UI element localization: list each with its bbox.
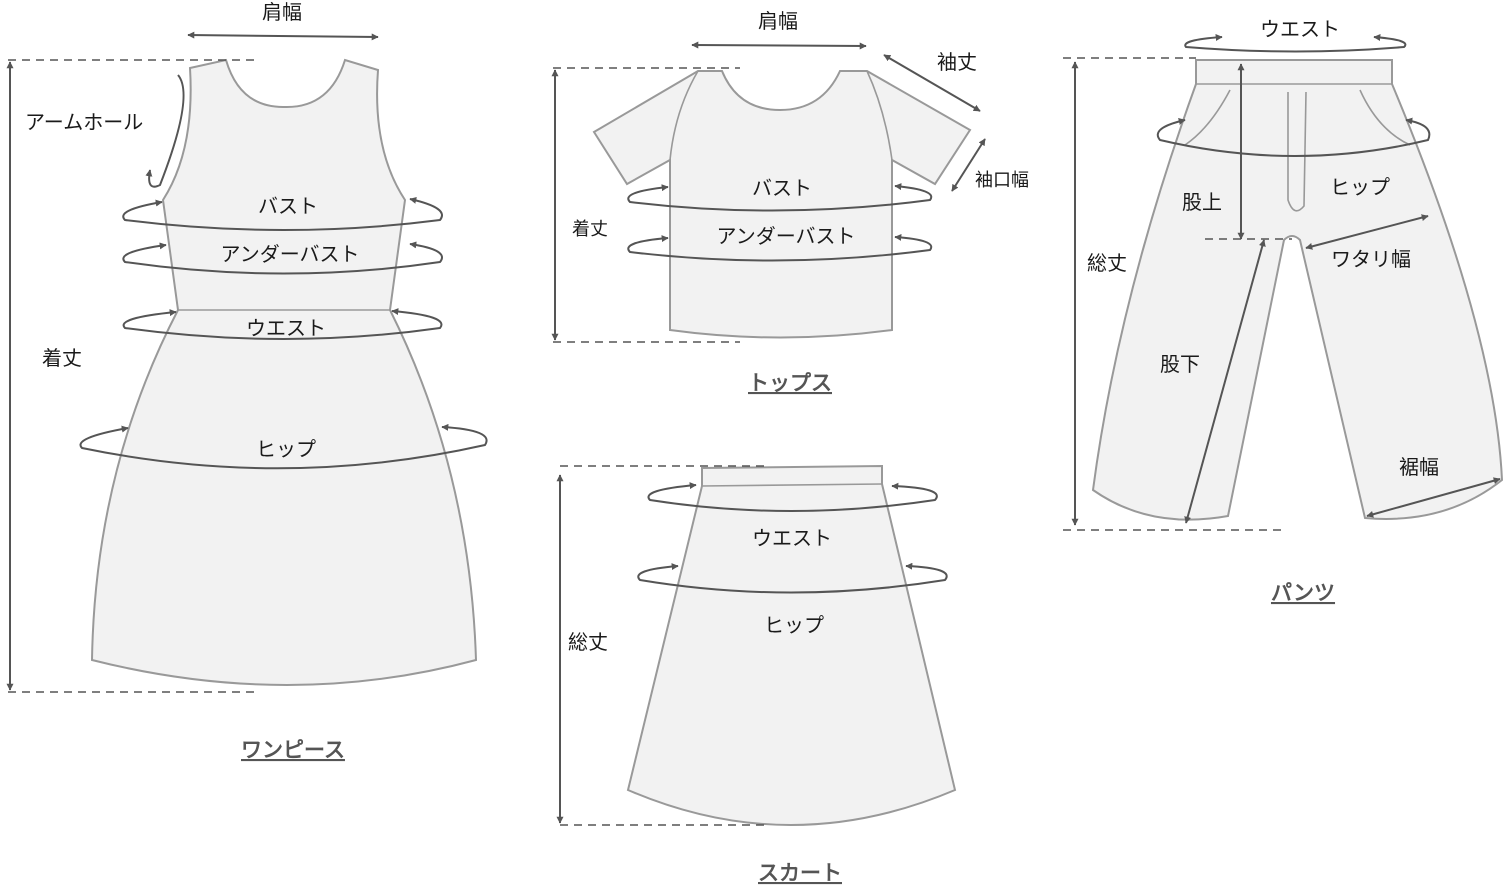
pants-thigh-label: ワタリ幅 [1331,247,1411,271]
skirt-title: スカート [758,861,842,885]
skirt-hip-loop [637,562,948,594]
onepiece-waist-label: ウエスト [246,316,326,340]
tops-shoulder-arrow [691,41,867,50]
pants-waist-loop [1184,33,1407,53]
pants-figure: ウエスト ヒップ 股上 ワタリ幅 総丈 股下 裾幅 パンツ [1063,17,1504,605]
onepiece-bust-loop [122,196,443,231]
tops-shoulder-label: 肩幅 [758,9,798,33]
skirt-hip-label: ヒップ [764,613,824,637]
pants-title: パンツ [1271,581,1335,605]
tops-right-armseam [866,70,893,161]
onepiece-title: ワンピース [241,738,345,762]
pants-fly [1287,91,1307,212]
pants-inseam-arrow [1184,239,1266,524]
onepiece-shoulder-label: 肩幅 [262,0,302,24]
pants-hem-arrow [1366,477,1501,518]
skirt-body [626,464,957,826]
tops-length-label: 着丈 [572,219,608,240]
skirt-figure: ウエスト ヒップ 総丈 スカート [556,464,957,885]
pants-waist-label: ウエスト [1260,17,1340,41]
onepiece-bust-label: バスト [258,194,318,218]
onepiece-armhole-label: アームホール [25,110,143,134]
pants-thigh-arrow [1305,214,1429,250]
onepiece-body [90,58,478,686]
tops-bust-label: バスト [752,176,812,200]
onepiece-hip-loop [79,423,488,470]
onepiece-length-label: 着丈 [42,346,82,370]
tops-sleeve-label: 袖丈 [937,50,977,74]
tops-underbust-label: アンダーバスト [717,224,856,248]
onepiece-waist-loop [122,308,443,340]
pants-hip-label: ヒップ [1330,175,1390,199]
pants-hip-loop [1156,117,1431,157]
tops-cuff-label: 袖口幅 [975,170,1029,191]
onepiece-hip-label: ヒップ [256,437,316,461]
pants-hem-label: 裾幅 [1399,455,1439,479]
tops-cuff-arrow [951,138,986,192]
tops-left-armseam [669,70,699,161]
tops-sleeve-arrow [883,54,981,112]
tops-title: トップス [748,371,832,395]
pants-inseam-label: 股下 [1160,352,1200,376]
tops-bust-loop [627,183,933,212]
pants-body [1091,59,1504,521]
skirt-waist-loop [647,482,938,512]
pants-total-label: 総丈 [1087,251,1127,275]
tops-underbust-loop [627,233,933,262]
tops-figure: 肩幅 袖丈 袖口幅 バスト アンダーバスト 着丈 トップス [551,9,1029,395]
skirt-length-label: 総丈 [568,630,608,654]
pants-rise-label: 股上 [1182,190,1222,214]
onepiece-underbust-loop [122,241,443,275]
onepiece-armhole-arrow [145,74,185,188]
onepiece-underbust-label: アンダーバスト [221,242,360,266]
onepiece-figure: 肩幅 アームホール バスト アンダーバスト ウエスト ヒップ 着丈 ワンピース [6,0,488,762]
onepiece-shoulder-arrow [187,31,379,41]
skirt-waist-label: ウエスト [752,526,832,550]
